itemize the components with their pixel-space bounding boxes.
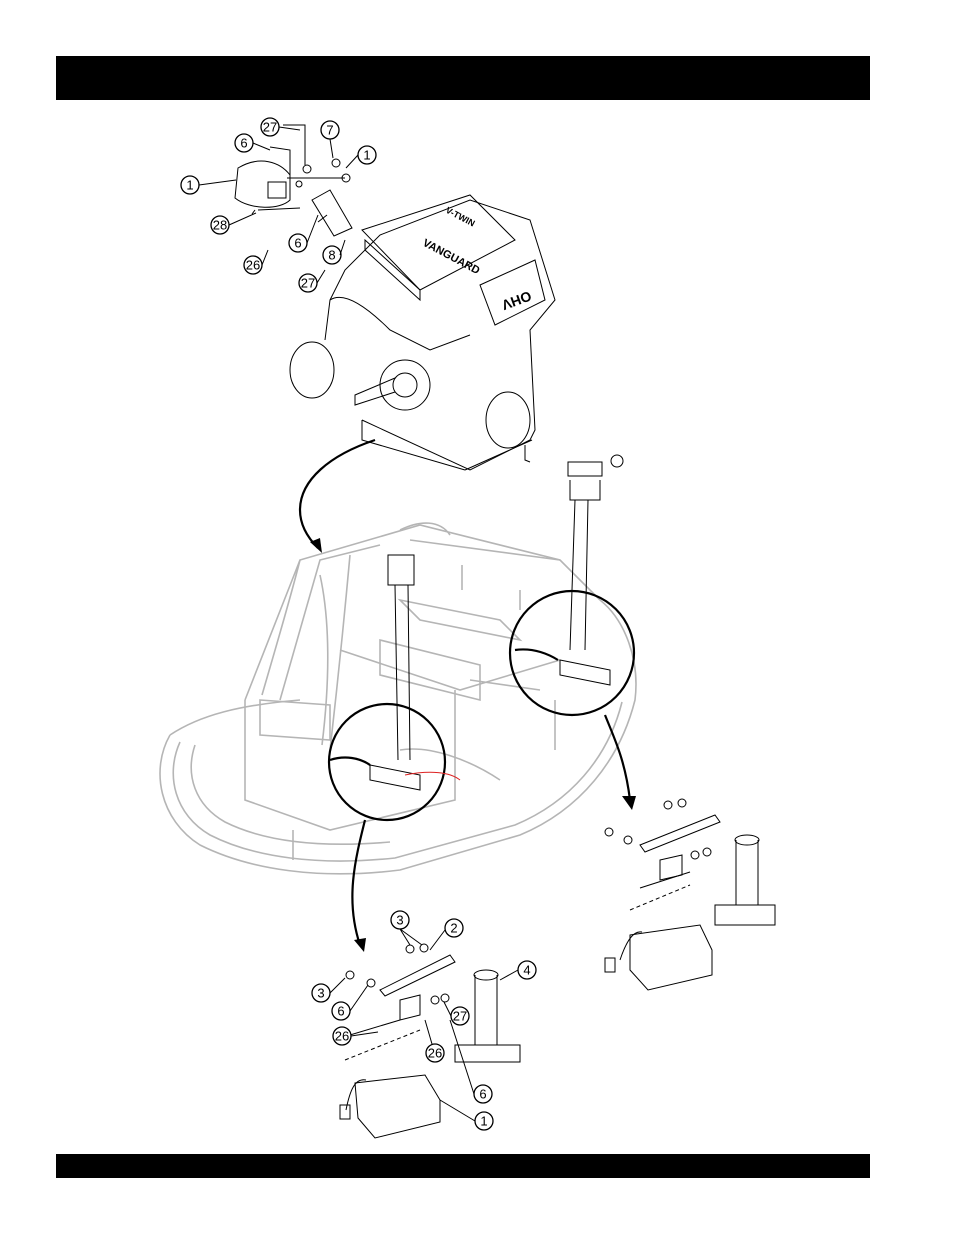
svg-text:27: 27 xyxy=(453,1009,467,1024)
callout-left-6-lower: 6 xyxy=(474,1085,492,1103)
engine: VANGUARD V-TWIN OHV xyxy=(290,195,555,470)
callout-top-26: 26 xyxy=(244,256,262,274)
svg-text:26: 26 xyxy=(428,1046,442,1061)
svg-text:2: 2 xyxy=(450,921,457,936)
callout-top-27: 27 xyxy=(261,118,279,136)
svg-text:6: 6 xyxy=(240,136,247,151)
left-bracket-assembly xyxy=(340,944,520,1138)
callout-left-2: 2 xyxy=(445,919,463,937)
trowel-frame xyxy=(160,523,636,874)
svg-text:26: 26 xyxy=(335,1029,349,1044)
footer-bar xyxy=(56,1154,870,1178)
callout-top-6-lower: 6 xyxy=(289,234,307,252)
callout-top-27-lower: 27 xyxy=(299,274,317,292)
svg-text:8: 8 xyxy=(328,248,335,263)
svg-text:1: 1 xyxy=(186,178,193,193)
engine-badge: OHV xyxy=(499,288,534,314)
svg-text:7: 7 xyxy=(326,123,333,138)
svg-text:3: 3 xyxy=(396,913,403,928)
handle-posts xyxy=(388,455,623,760)
svg-text:6: 6 xyxy=(337,1004,344,1019)
callout-left-26-right: 26 xyxy=(426,1044,444,1062)
callout-left-3-lower: 3 xyxy=(312,984,330,1002)
svg-text:27: 27 xyxy=(301,276,315,291)
svg-text:6: 6 xyxy=(294,236,301,251)
callout-left-6-upper: 6 xyxy=(332,1002,350,1020)
callout-top-7: 7 xyxy=(321,121,339,139)
callout-left-4: 4 xyxy=(518,961,536,979)
svg-text:1: 1 xyxy=(363,148,370,163)
callout-top-1-right: 1 xyxy=(358,146,376,164)
callout-top-6: 6 xyxy=(235,134,253,152)
callout-top-8: 8 xyxy=(323,246,341,264)
svg-text:3: 3 xyxy=(317,986,324,1001)
callout-left-1: 1 xyxy=(475,1112,493,1130)
svg-text:27: 27 xyxy=(263,120,277,135)
right-bracket-assembly xyxy=(605,799,775,990)
svg-text:26: 26 xyxy=(246,258,260,273)
callout-left-3-upper: 3 xyxy=(391,911,409,929)
callout-top-28: 28 xyxy=(211,216,229,234)
svg-text:1: 1 xyxy=(480,1114,487,1129)
svg-text:4: 4 xyxy=(523,963,530,978)
svg-text:6: 6 xyxy=(479,1087,486,1102)
engine-model: V-TWIN xyxy=(444,205,477,229)
callout-left-26-left: 26 xyxy=(333,1027,351,1045)
callout-top-1-left: 1 xyxy=(181,176,199,194)
svg-text:28: 28 xyxy=(213,218,227,233)
engine-brand: VANGUARD xyxy=(421,237,482,277)
callout-left-27: 27 xyxy=(451,1007,469,1025)
detail-magnifiers xyxy=(329,591,634,820)
flow-arrows xyxy=(300,440,636,952)
